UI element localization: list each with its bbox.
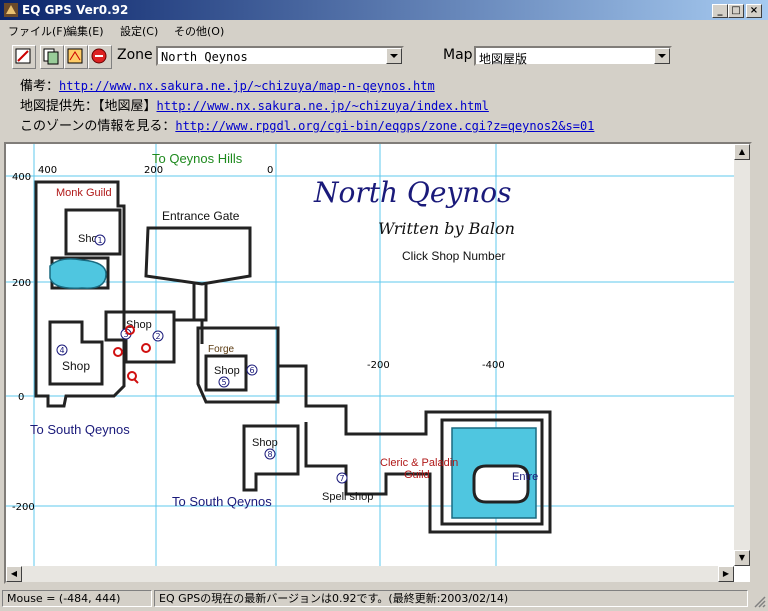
- svg-text:3: 3: [123, 330, 128, 339]
- menu-other[interactable]: その他(O): [174, 25, 225, 38]
- app-icon: [4, 3, 18, 17]
- svg-text:7: 7: [339, 474, 344, 483]
- shop-marker-5[interactable]: 5: [218, 376, 230, 388]
- tool-button-1[interactable]: [12, 45, 36, 69]
- label-hills: To Qeynos Hills: [152, 151, 243, 166]
- svg-text:6: 6: [249, 366, 254, 375]
- tool-button-2[interactable]: [40, 45, 64, 69]
- vertical-scrollbar[interactable]: ▲ ▼: [734, 144, 750, 566]
- cleric-fountain: [472, 464, 530, 504]
- shop-marker-6[interactable]: 6: [246, 364, 258, 376]
- copy-icon: [43, 48, 59, 65]
- axis-left-200: 200: [12, 278, 31, 289]
- toolbar: Zone North Qeynos Map 地図屋版: [0, 42, 768, 70]
- zone-select[interactable]: North Qeynos: [156, 46, 404, 66]
- chevron-down-icon: [390, 54, 398, 58]
- map-dropdown-arrow[interactable]: [654, 48, 670, 64]
- resize-grip-icon[interactable]: [752, 594, 766, 608]
- status-message: EQ GPSの現在の最新バージョンは0.92です。(最終更新:2003/02/1…: [154, 590, 748, 607]
- edit-icon: [15, 48, 31, 64]
- zone-value: North Qeynos: [161, 50, 248, 64]
- menu-settings[interactable]: 設定(C): [120, 25, 159, 38]
- tool-button-3[interactable]: [64, 45, 88, 69]
- scroll-left-button[interactable]: ◀: [6, 566, 22, 582]
- maximize-button[interactable]: □: [728, 4, 744, 18]
- label-shop-2: Shop: [126, 319, 152, 331]
- tool-button-4[interactable]: [88, 45, 112, 69]
- map-panel[interactable]: 400 200 0 -200 -400 400 200 0 -200: [4, 142, 752, 584]
- svg-text:4: 4: [59, 346, 64, 355]
- svg-text:5: 5: [221, 378, 226, 387]
- label-cleric: Cleric & Paladin: [380, 457, 458, 469]
- label-guild: Guild: [404, 469, 430, 481]
- window-title: EQ GPS Ver0.92: [22, 3, 129, 17]
- minimize-button[interactable]: _: [712, 4, 728, 18]
- provider-link[interactable]: http://www.nx.sakura.ne.jp/~chizuya/inde…: [156, 99, 489, 113]
- note-link[interactable]: http://www.nx.sakura.ne.jp/~chizuya/map-…: [59, 79, 435, 93]
- label-shop-4: Shop: [62, 359, 90, 373]
- svg-text:2: 2: [155, 332, 160, 341]
- red-markers: [113, 325, 151, 384]
- axis-top-neg200: -200: [367, 360, 390, 371]
- map-subtitle: Written by Balon: [378, 219, 515, 238]
- axis-left-0: 0: [18, 392, 24, 403]
- label-shop-5: Shop: [214, 365, 240, 377]
- axis-left-neg200: -200: [12, 502, 35, 513]
- svg-text:8: 8: [267, 450, 272, 459]
- horizontal-scrollbar[interactable]: ◀ ▶: [6, 566, 734, 582]
- map-walls: [34, 180, 552, 534]
- shop-marker-8[interactable]: 8: [264, 448, 276, 460]
- shop-marker-7[interactable]: 7: [336, 472, 348, 484]
- label-entre: Entre: [512, 471, 538, 483]
- map-hint: Click Shop Number: [402, 249, 505, 263]
- menu-edit[interactable]: 編集(E): [66, 25, 104, 38]
- label-spell-shop: Spell shop: [322, 491, 373, 503]
- zoneinfo-label: このゾーンの情報を見る：: [20, 119, 176, 134]
- note-label: 備考：: [20, 79, 60, 94]
- scroll-right-button[interactable]: ▶: [718, 566, 734, 582]
- axis-top-200: 200: [144, 165, 163, 176]
- label-forge: Forge: [208, 344, 235, 355]
- status-bar: Mouse = (-484, 444) EQ GPSの現在の最新バージョンは0.…: [0, 588, 768, 610]
- close-button[interactable]: ×: [746, 4, 762, 18]
- map-icon: [67, 48, 83, 64]
- zone-label: Zone: [117, 47, 153, 63]
- map-select[interactable]: 地図屋版: [474, 46, 672, 66]
- zone-dropdown-arrow[interactable]: [386, 48, 402, 64]
- info-zone: このゾーンの情報を見る：http://www.rpgdl.org/cgi-bin…: [20, 115, 594, 134]
- status-mouse: Mouse = (-484, 444): [2, 590, 152, 607]
- zoneinfo-link[interactable]: http://www.rpgdl.org/cgi-bin/eqgps/zone.…: [175, 119, 595, 133]
- title-bar: EQ GPS Ver0.92 _ □ ×: [0, 0, 768, 20]
- scroll-down-button[interactable]: ▼: [734, 550, 750, 566]
- info-provider: 地図提供先：【地図屋】http://www.nx.sakura.ne.jp/~c…: [20, 95, 489, 114]
- axis-top-400: 400: [38, 165, 57, 176]
- axis-top-neg400: -400: [482, 360, 505, 371]
- shop-marker-2[interactable]: 2: [152, 330, 164, 342]
- shop-marker-4[interactable]: 4: [56, 344, 68, 356]
- label-to-south-2: To South Qeynos: [172, 494, 272, 509]
- scroll-up-button[interactable]: ▲: [734, 144, 750, 160]
- chevron-down-icon: [658, 54, 666, 58]
- label-shop-8: Shop: [252, 437, 278, 449]
- menu-bar: ファイル(F) 編集(E) 設定(C) その他(O): [0, 20, 768, 40]
- svg-text:1: 1: [97, 236, 102, 245]
- map-canvas[interactable]: 400 200 0 -200 -400 400 200 0 -200: [6, 144, 750, 582]
- label-monk-guild: Monk Guild: [56, 187, 112, 199]
- stop-icon: [91, 48, 107, 64]
- axis-left-400: 400: [12, 172, 31, 183]
- info-note: 備考：http://www.nx.sakura.ne.jp/~chizuya/m…: [20, 75, 435, 94]
- axis-top-0: 0: [267, 165, 273, 176]
- label-entrance-gate: Entrance Gate: [162, 209, 240, 223]
- menu-file[interactable]: ファイル(F): [8, 25, 67, 38]
- label-to-south-1: To South Qeynos: [30, 422, 130, 437]
- map-label: Map: [443, 47, 473, 63]
- provider-label: 地図提供先：【地図屋】: [20, 99, 157, 114]
- map-value: 地図屋版: [479, 52, 528, 66]
- map-title: North Qeynos: [313, 176, 512, 209]
- shop-marker-1[interactable]: 1: [94, 234, 106, 246]
